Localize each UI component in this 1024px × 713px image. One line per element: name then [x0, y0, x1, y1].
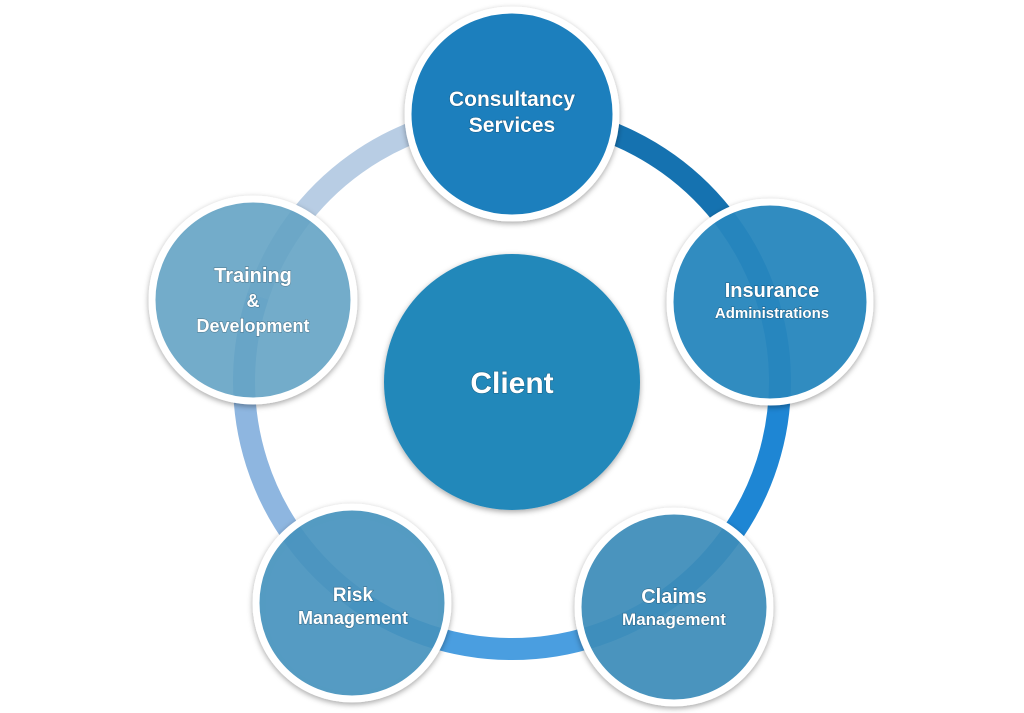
node-circle — [404, 6, 620, 222]
node-label-line: Risk — [333, 585, 374, 606]
node-label-line: Claims — [641, 586, 707, 608]
node-label-line: & — [247, 291, 260, 311]
node-label-line: Administrations — [715, 305, 829, 322]
node-label-line: Management — [622, 610, 726, 629]
node-circle — [574, 507, 774, 707]
center-label: Client — [470, 367, 553, 400]
node-claims-management[interactable]: Claims Management — [574, 507, 774, 707]
node-label-line: Management — [298, 608, 408, 628]
node-label-line: Services — [469, 114, 555, 137]
node-circle — [666, 198, 874, 406]
node-label-line: Training — [214, 265, 292, 287]
node-consultancy-services[interactable]: Consultancy Services — [404, 6, 620, 222]
node-label-line: Insurance — [725, 280, 819, 302]
node-label-line: Development — [196, 316, 309, 336]
node-label-line: Consultancy — [449, 88, 575, 111]
node-training-development[interactable]: Training & Development — [148, 195, 358, 405]
node-insurance-administrations[interactable]: Insurance Administrations — [666, 198, 874, 406]
center-node[interactable]: Client — [384, 254, 640, 510]
node-circle — [148, 195, 358, 405]
center-circle — [384, 254, 640, 510]
node-circle — [252, 503, 452, 703]
node-risk-management[interactable]: Risk Management — [252, 503, 452, 703]
